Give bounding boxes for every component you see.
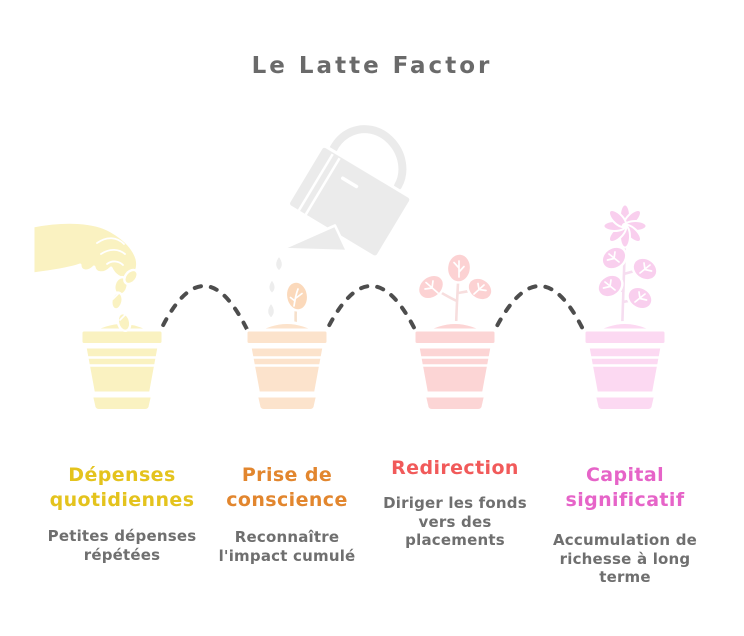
stage-3-heading: Redirection (363, 456, 547, 481)
stage-2-heading: Prise de conscience (195, 463, 379, 513)
stage-3-subtitle: Diriger les fonds vers des placements (363, 494, 547, 550)
pot-stage-1 (79, 321, 165, 412)
stage-column-2: Prise de conscience Reconnaître l'impact… (195, 463, 379, 565)
stage-heading-line: quotidiennes (49, 489, 195, 511)
stage-column-3: Redirection Diriger les fonds vers des p… (363, 456, 547, 550)
pot-stage-4 (582, 321, 668, 412)
stage-column-1: Dépenses quotidiennes Petites dépenses r… (30, 463, 214, 564)
stage-subtitle-line: l'impact cumulé (218, 546, 356, 565)
stage-subtitle-line: terme (599, 568, 651, 586)
stage-2-subtitle: Reconnaître l'impact cumulé (195, 528, 379, 565)
stage-subtitle-line: répétées (83, 545, 161, 564)
stage-1-heading: Dépenses quotidiennes (30, 463, 214, 513)
planted-seed (116, 311, 132, 333)
young-plant-icon (416, 252, 494, 335)
connector-arc-1 (154, 284, 254, 342)
flower-icon (602, 203, 648, 249)
hand-silhouette (31, 220, 140, 280)
stage-heading-line: Capital (585, 464, 665, 486)
page-title: Le Latte Factor (251, 53, 493, 79)
dashed-connector-arcs (154, 284, 590, 342)
stage-1-subtitle: Petites dépenses répétées (30, 527, 214, 564)
pot-stage-3 (412, 321, 498, 412)
stage-4-heading: Capital significatif (533, 463, 717, 513)
stage-heading-line: Dépenses (68, 464, 176, 486)
stage-subtitle-line: Reconnaître (234, 528, 340, 546)
flowering-plant-icon (596, 203, 659, 335)
illustration-scene (31, 125, 668, 412)
stage-subtitle-line: Petites dépenses (47, 527, 197, 545)
stage-subtitle-line: Accumulation de (552, 531, 698, 549)
hand-dropping-seeds-icon (31, 220, 140, 333)
watering-can-spout (280, 224, 349, 253)
connector-arc-3 (488, 284, 590, 342)
connector-arc-2 (320, 284, 422, 342)
stage-heading-line: Redirection (391, 457, 519, 479)
water-drops (266, 254, 284, 320)
pot-stage-2 (244, 321, 330, 412)
stage-subtitle-line: placements (405, 531, 505, 549)
stage-heading-line: conscience (226, 489, 348, 511)
stage-heading-line: significatif (565, 489, 685, 511)
watering-can-icon (266, 125, 413, 320)
stage-heading-line: Prise de (241, 464, 333, 486)
stage-4-subtitle: Accumulation de richesse à long terme (533, 531, 717, 587)
stage-column-4: Capital significatif Accumulation de ric… (533, 463, 717, 587)
stage-subtitle-line: vers des (418, 512, 492, 531)
stage-subtitle-line: richesse à long (559, 549, 691, 568)
watering-can-handle (324, 125, 407, 190)
stage-subtitle-line: Diriger les fonds (383, 494, 527, 512)
